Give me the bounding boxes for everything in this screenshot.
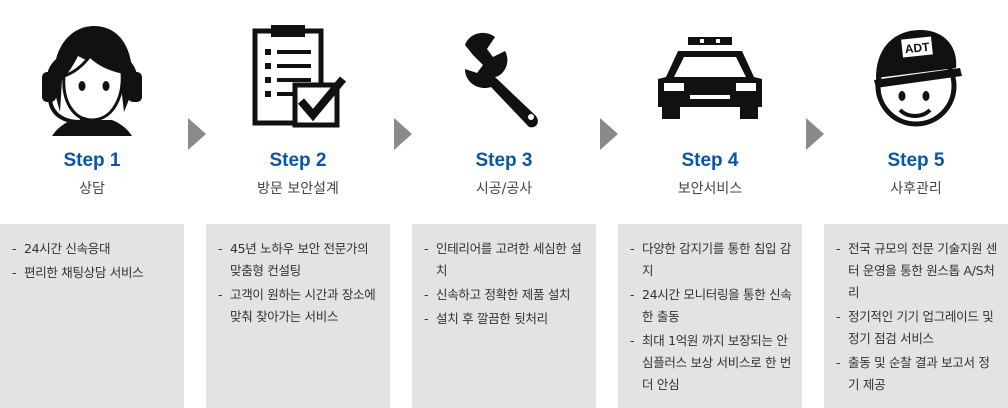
step-title: Step 4 — [681, 150, 739, 171]
step-subtitle: 상담 — [79, 181, 105, 197]
technician-cap-icon: ADT — [824, 14, 1008, 138]
list-item: 고객이 원하는 시간과 장소에 맞춰 찾아가는 서비스 — [218, 284, 380, 328]
step-title: Step 5 — [887, 150, 945, 171]
step-4: Step 4 보안서비스 다양한 감지기를 통한 침입 감지 24시간 모니터링… — [618, 0, 802, 408]
list-item: 신속하고 정확한 제품 설치 — [424, 284, 586, 306]
step-2: Step 2 방문 보안설계 45년 노하우 보안 전문가의 맞춤형 컨설팅 고… — [206, 0, 390, 408]
step-detail-box: 다양한 감지기를 통한 침입 감지 24시간 모니터링을 통한 신속한 출동 최… — [618, 224, 802, 408]
list-item: 전국 규모의 전문 기술지원 센터 운영을 통한 원스톱 A/S처리 — [836, 238, 998, 304]
list-item: 24시간 모니터링을 통한 신속한 출동 — [630, 284, 792, 328]
step-title: Step 3 — [475, 150, 533, 171]
step-subtitle: 시공/공사 — [475, 181, 533, 197]
patrol-car-icon — [618, 14, 802, 138]
chevron-right-icon — [806, 118, 824, 150]
step-3: Step 3 시공/공사 인테리어를 고려한 세심한 설치 신속하고 정확한 제… — [412, 0, 596, 408]
list-item: 인테리어를 고려한 세심한 설치 — [424, 238, 586, 282]
clipboard-check-icon — [206, 14, 390, 138]
chevron-right-icon — [394, 118, 412, 150]
step-detail-box: 24시간 신속응대 편리한 채팅상담 서비스 — [0, 224, 184, 408]
wrench-icon — [412, 14, 596, 138]
list-item: 다양한 감지기를 통한 침입 감지 — [630, 238, 792, 282]
list-item: 출동 및 순찰 결과 보고서 정기 제공 — [836, 352, 998, 396]
step-subtitle: 사후관리 — [890, 181, 942, 197]
headset-agent-icon — [0, 14, 184, 138]
step-title: Step 2 — [269, 150, 327, 171]
step-5: ADT Step 5 사후관리 전국 규모의 전문 기술지원 센터 운영을 통한… — [824, 0, 1008, 408]
list-item: 45년 노하우 보안 전문가의 맞춤형 컨설팅 — [218, 238, 380, 282]
step-title: Step 1 — [63, 150, 121, 171]
step-subtitle: 방문 보안설계 — [257, 181, 339, 197]
step-1: Step 1 상담 24시간 신속응대 편리한 채팅상담 서비스 — [0, 0, 184, 408]
list-item: 최대 1억원 까지 보장되는 안심플러스 보상 서비스로 한 번 더 안심 — [630, 330, 792, 396]
step-subtitle: 보안서비스 — [677, 181, 743, 197]
step-detail-box: 전국 규모의 전문 기술지원 센터 운영을 통한 원스톱 A/S처리 정기적인 … — [824, 224, 1008, 408]
list-item: 설치 후 깔끔한 뒷처리 — [424, 308, 586, 330]
list-item: 편리한 채팅상담 서비스 — [12, 262, 174, 284]
step-detail-box: 인테리어를 고려한 세심한 설치 신속하고 정확한 제품 설치 설치 후 깔끔한… — [412, 224, 596, 408]
list-item: 정기적인 기기 업그레이드 및 정기 점검 서비스 — [836, 306, 998, 350]
chevron-right-icon — [188, 118, 206, 150]
chevron-right-icon — [600, 118, 618, 150]
step-detail-box: 45년 노하우 보안 전문가의 맞춤형 컨설팅 고객이 원하는 시간과 장소에 … — [206, 224, 390, 408]
cap-logo-text: ADT — [904, 40, 931, 57]
list-item: 24시간 신속응대 — [12, 238, 174, 260]
